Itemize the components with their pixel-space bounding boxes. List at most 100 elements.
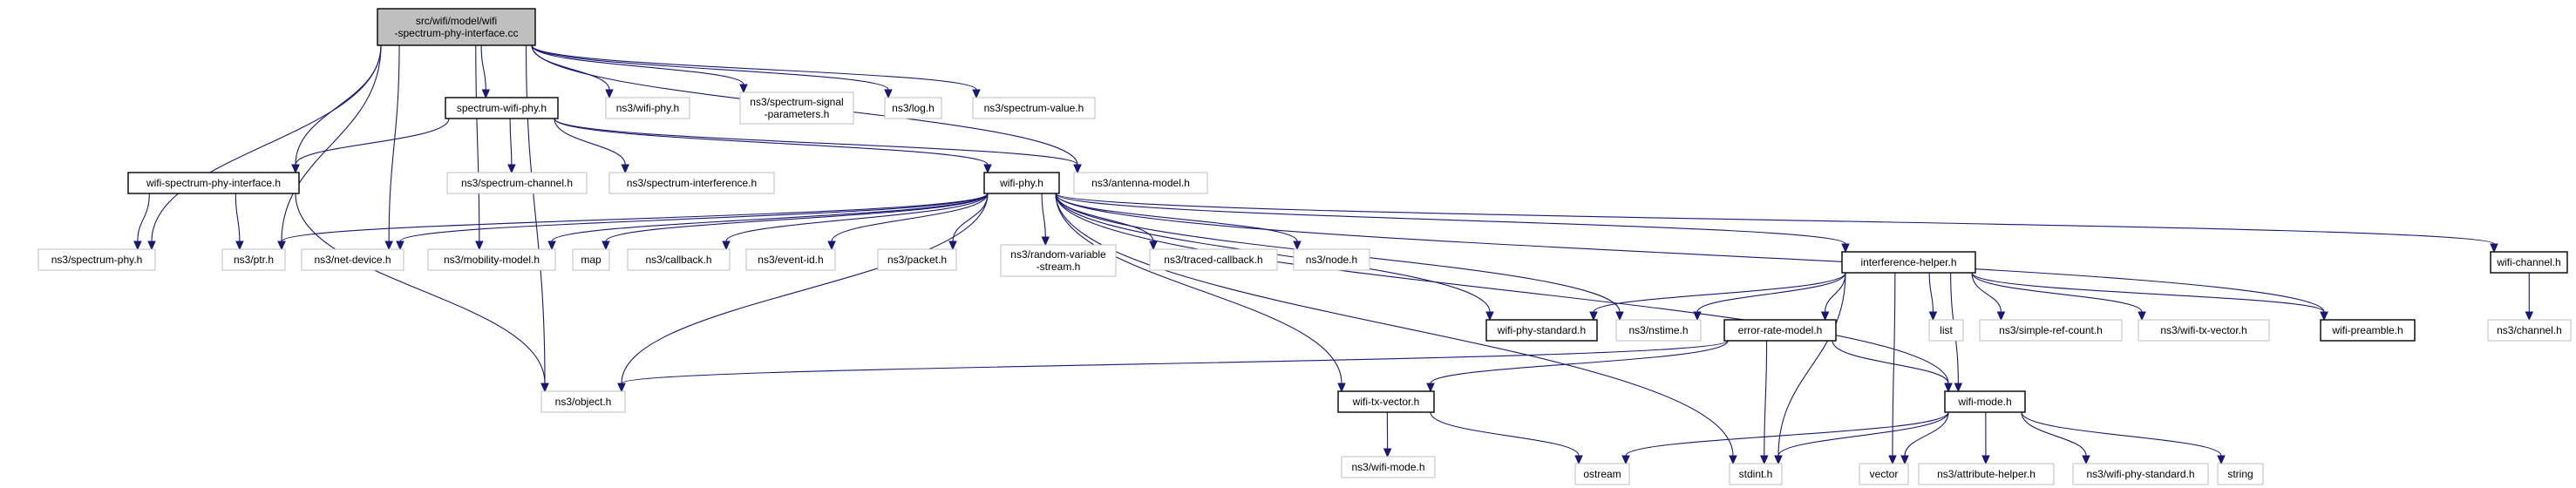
- graph-node-wifi-phy-standard[interactable]: wifi-phy-standard.h: [1485, 319, 1598, 342]
- edge-wifi-phy-to-callback: [722, 193, 989, 251]
- node-label: error-rate-model.h: [1738, 324, 1823, 336]
- node-label: ns3/wifi-phy.h: [616, 102, 679, 114]
- arrowhead: [1944, 383, 1953, 393]
- arrowhead: [475, 241, 484, 251]
- edge-root-to-wifi-spectrum-phy-interface: [291, 44, 382, 174]
- arrowhead: [1574, 455, 1583, 465]
- arrowhead: [1841, 243, 1850, 254]
- edge-wifi-phy-to-event-id: [827, 193, 989, 251]
- edge-line: [388, 44, 400, 242]
- node-box: [1000, 244, 1117, 277]
- graph-node-spectrum-wifi-phy[interactable]: spectrum-wifi-phy.h: [445, 97, 559, 119]
- node-box: [1918, 463, 2055, 485]
- edge-line: [295, 193, 546, 384]
- arrowhead: [2525, 311, 2534, 322]
- edge-wifi-mode-to-stdint: [1774, 411, 1949, 465]
- edge-wifi-channel-to-channel: [2525, 272, 2534, 322]
- arrowhead: [2490, 243, 2498, 254]
- graph-node-spectrum-interference: ns3/spectrum-interference.h: [608, 172, 775, 194]
- graph-node-mobility-model: ns3/mobility-model.h: [427, 248, 556, 271]
- node-box: [605, 97, 690, 119]
- edge-line: [1904, 411, 1949, 457]
- edge-root-to-net-device: [384, 44, 400, 251]
- arrowhead: [1981, 455, 1990, 465]
- node-box: [377, 8, 536, 46]
- arrowhead: [827, 241, 836, 251]
- graph-node-wifi-preamble[interactable]: wifi-preamble.h: [2320, 319, 2416, 342]
- node-label: ns3/wifi-mode.h: [1351, 461, 1424, 473]
- edge-error-rate-model-to-object: [617, 340, 1729, 393]
- node-label: wifi-preamble.h: [2331, 324, 2403, 336]
- arrowhead: [1888, 455, 1897, 465]
- edge-interference-helper-to-wifi-phy-standard: [1589, 272, 1846, 322]
- node-label: ns3/object.h: [555, 396, 612, 408]
- edge-line: [531, 44, 744, 85]
- edge-line: [1777, 272, 1846, 457]
- edge-line: [621, 193, 989, 384]
- edge-wifi-mode-to-attribute-helper: [1981, 411, 1990, 465]
- edge-line: [1055, 193, 1734, 457]
- arrowhead: [291, 164, 300, 174]
- edge-wifi-spectrum-phy-interface-to-spectrum-phy: [133, 193, 150, 251]
- node-box: [2072, 463, 2209, 485]
- edge-wifi-phy-to-object: [617, 193, 989, 393]
- edge-root-to-mobility-model: [475, 44, 484, 251]
- node-label: ns3/simple-ref-count.h: [1999, 324, 2103, 336]
- edge-spectrum-wifi-phy-to-spectrum-channel: [507, 118, 516, 174]
- graph-node-interference-helper[interactable]: interference-helper.h: [1841, 251, 1976, 274]
- graph-node-wifi-channel[interactable]: wifi-channel.h: [2490, 251, 2568, 274]
- edges-layer: [133, 44, 2534, 465]
- node-label: -stream.h: [1037, 261, 1081, 273]
- edge-spectrum-wifi-phy-to-spectrum-interference: [554, 118, 629, 174]
- node-box: [540, 390, 626, 413]
- node-box: [1149, 248, 1278, 271]
- arrowhead: [1928, 311, 1938, 322]
- node-label: ns3/spectrum-phy.h: [51, 254, 143, 266]
- graph-node-log: ns3/log.h: [884, 97, 942, 119]
- graph-node-root[interactable]: src/wifi/model/wifi-spectrum-phy-interfa…: [377, 8, 536, 46]
- node-box: [1859, 463, 1909, 485]
- edge-line: [234, 193, 241, 242]
- node-label: wifi-phy.h: [999, 177, 1043, 189]
- edge-wifi-phy-to-map: [602, 193, 989, 251]
- edge-line: [1777, 411, 1949, 457]
- edge-line: [1593, 272, 1846, 313]
- nodes-layer: src/wifi/model/wifi-spectrum-phy-interfa…: [37, 8, 2572, 485]
- graph-node-wifi-mode[interactable]: wifi-mode.h: [1944, 390, 2026, 413]
- node-label: ns3/spectrum-value.h: [984, 102, 1084, 114]
- graph-node-wifi-spectrum-phy-interface[interactable]: wifi-spectrum-phy-interface.h: [127, 172, 300, 194]
- edge-line: [1971, 272, 2002, 313]
- arrowhead: [396, 241, 404, 251]
- graph-node-wifi-tx-vector[interactable]: wifi-tx-vector.h: [1337, 390, 1435, 413]
- graph-node-error-rate-model[interactable]: error-rate-model.h: [1723, 319, 1837, 342]
- edge-line: [295, 44, 382, 166]
- edge-line: [475, 44, 480, 242]
- node-label: ns3/spectrum-channel.h: [461, 177, 573, 189]
- edge-error-rate-model-to-stdint: [1760, 340, 1769, 465]
- graph-node-ptr: ns3/ptr.h: [221, 248, 286, 271]
- arrowhead: [384, 241, 393, 251]
- arrowhead: [540, 383, 549, 393]
- node-label: ns3/spectrum-signal: [750, 96, 843, 108]
- arrowhead: [1774, 455, 1783, 465]
- node-box: [739, 92, 854, 125]
- node-box: [1841, 251, 1976, 274]
- arrowhead: [1760, 455, 1769, 465]
- graph-node-spectrum-channel: ns3/spectrum-channel.h: [446, 172, 588, 194]
- graph-node-wifi-phy[interactable]: wifi-phy.h: [983, 172, 1060, 194]
- edge-line: [554, 118, 1078, 166]
- node-box: [221, 248, 286, 271]
- node-label: ns3/antenna-model.h: [1091, 177, 1190, 189]
- graph-node-callback: ns3/callback.h: [627, 248, 731, 271]
- node-box: [445, 97, 559, 119]
- node-box: [608, 172, 775, 194]
- edge-line: [621, 340, 1729, 384]
- node-label: ns3/wifi-tx-vector.h: [2160, 324, 2246, 336]
- node-label: interference-helper.h: [1860, 256, 1956, 268]
- node-box: [1615, 319, 1702, 342]
- arrowhead: [1073, 164, 1082, 174]
- edge-line: [1832, 340, 1949, 384]
- graph-node-wifi-tx-vector-ns3: ns3/wifi-tx-vector.h: [2138, 319, 2270, 342]
- node-label: string: [2227, 468, 2253, 480]
- edge-error-rate-model-to-wifi-tx-vector: [1426, 340, 1729, 393]
